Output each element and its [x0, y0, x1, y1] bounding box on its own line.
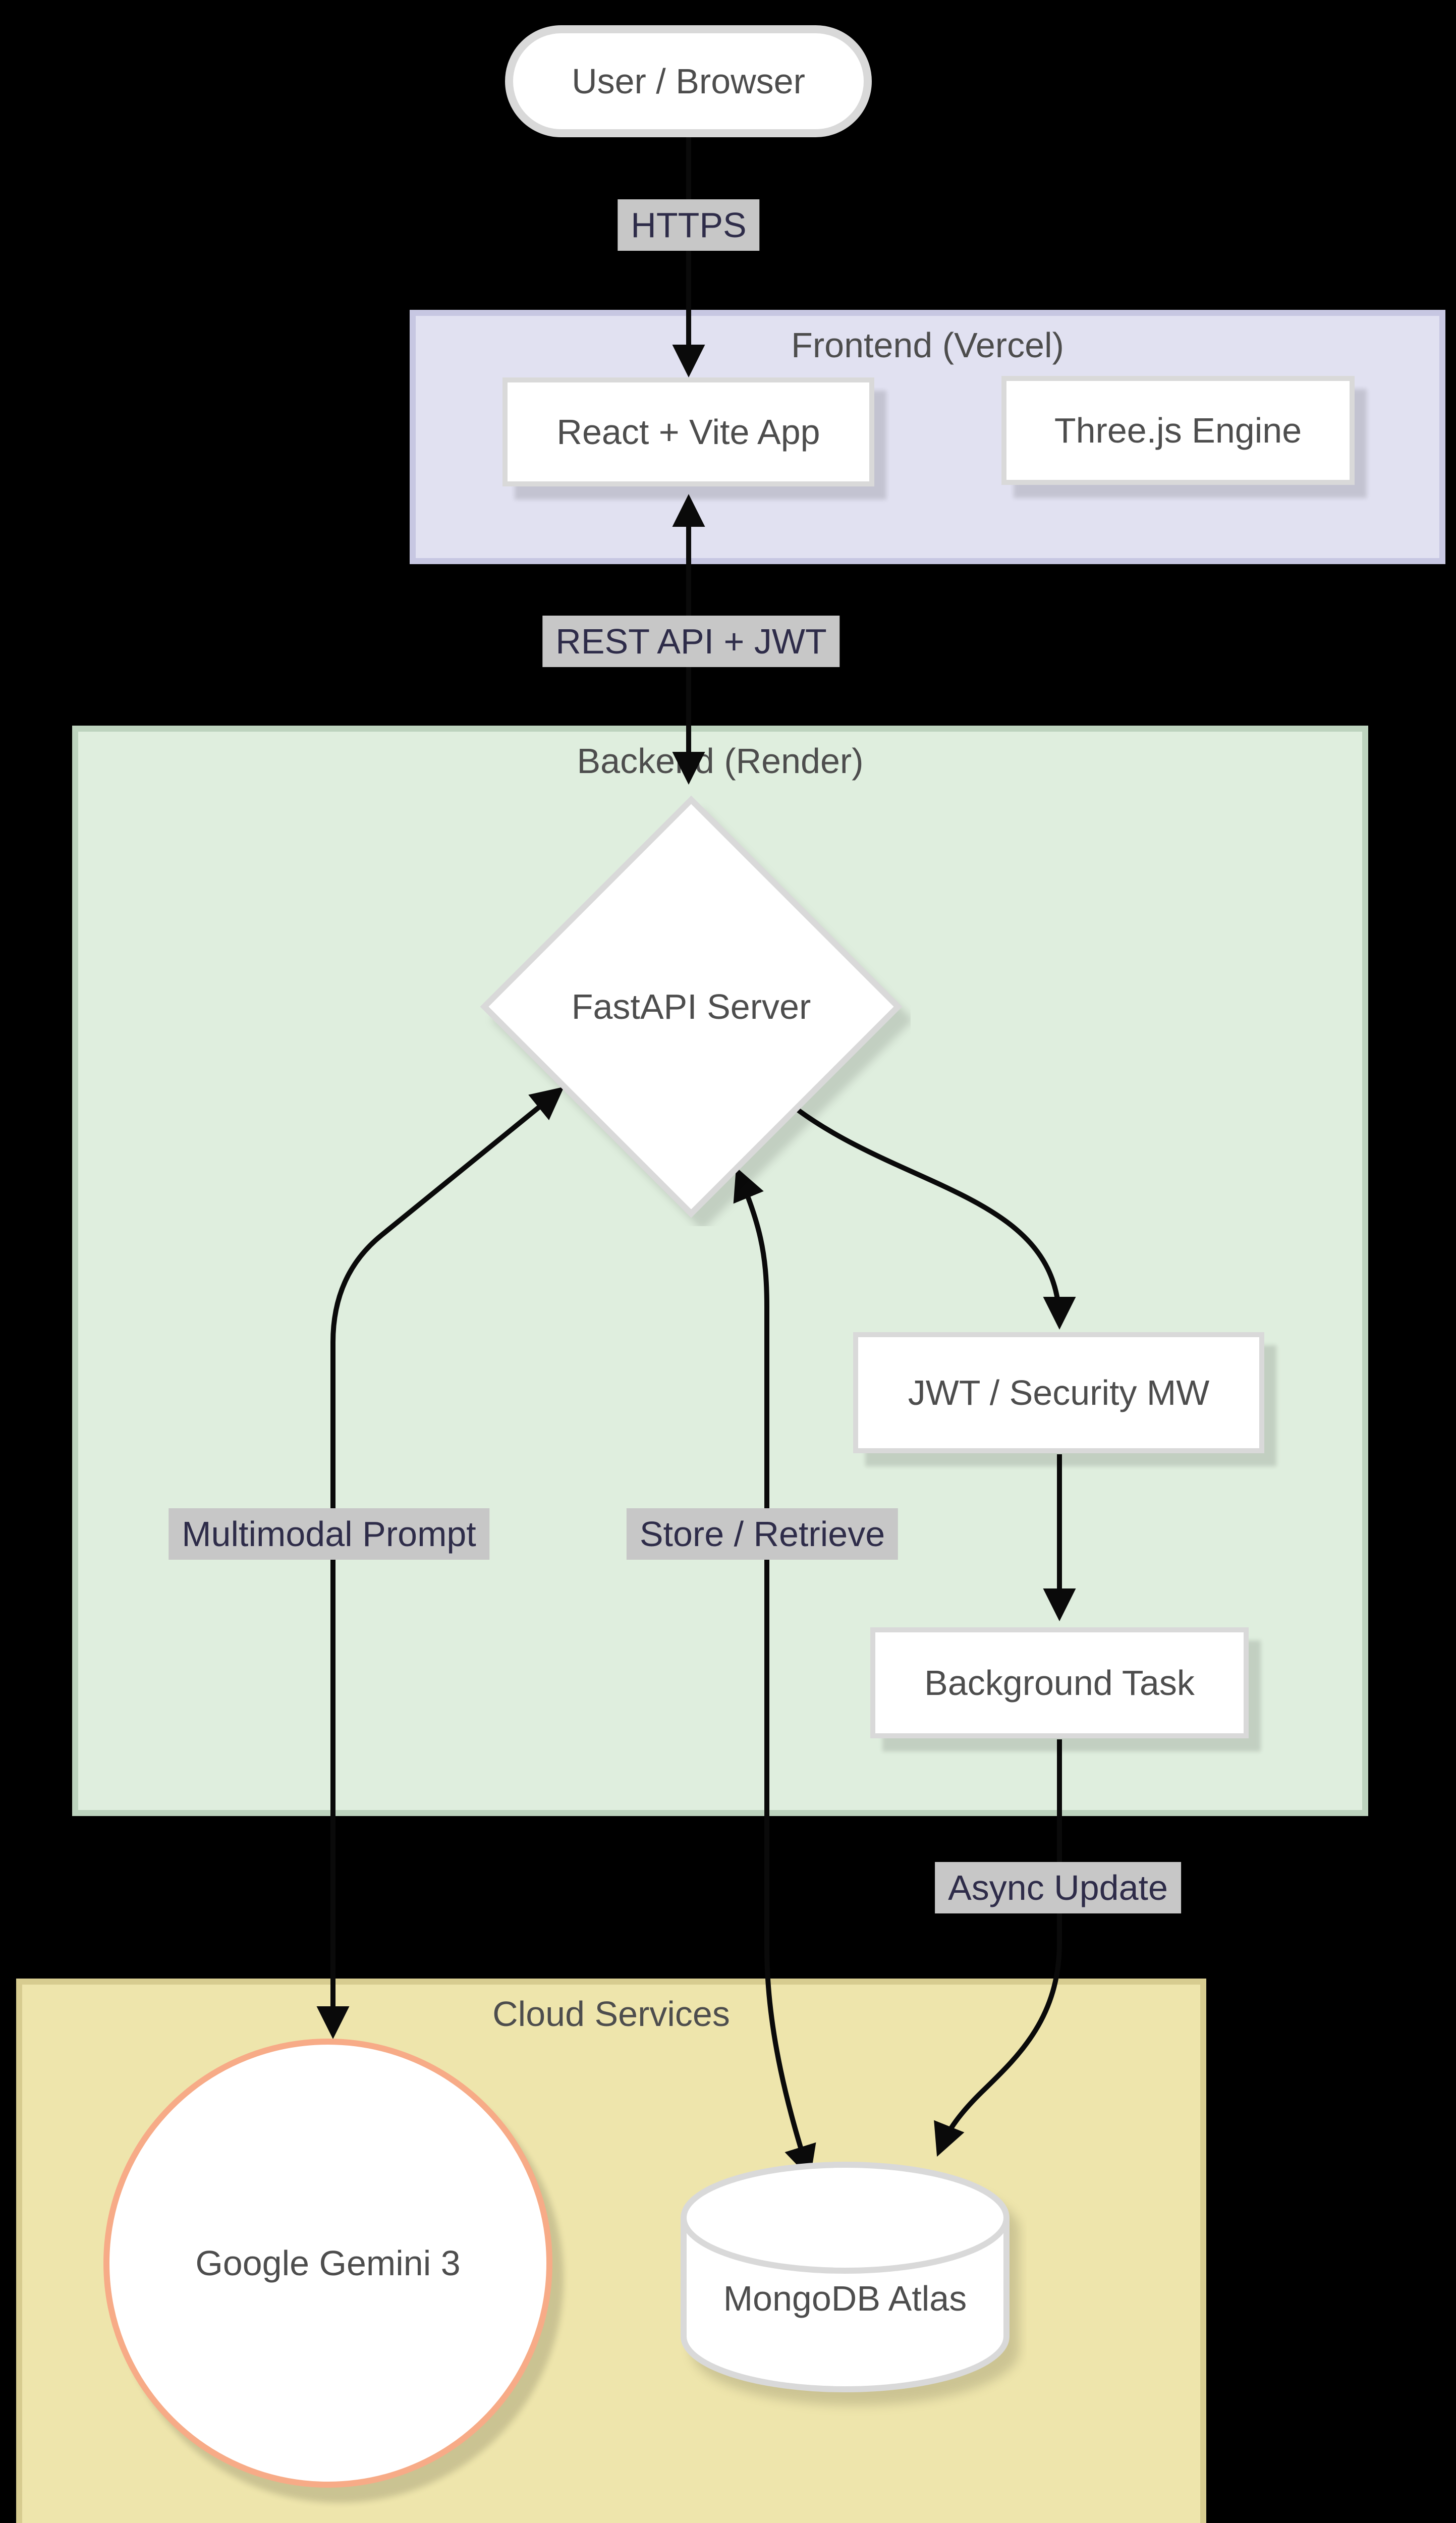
database-cylinder-icon — [681, 2162, 1010, 2392]
node-jwt-security-mw: JWT / Security MW — [853, 1332, 1264, 1453]
node-google-gemini: Google Gemini 3 — [103, 2039, 552, 2488]
edge-label-store-retrieve: Store / Retrieve — [626, 1508, 899, 1560]
node-background-task: Background Task — [870, 1627, 1249, 1738]
edge-async-update-arrow — [934, 1739, 1062, 2157]
node-mongodb-atlas: MongoDB Atlas — [663, 2140, 1027, 2422]
node-fastapi-server-label: FastAPI Server — [571, 987, 811, 1026]
frontend-title: Frontend (Vercel) — [791, 325, 1064, 365]
node-google-gemini-label: Google Gemini 3 — [195, 2243, 461, 2283]
fastapi-diamond-shape — [480, 795, 903, 1218]
node-mongodb-atlas-label: MongoDB Atlas — [723, 2279, 967, 2318]
node-background-task-label: Background Task — [924, 1663, 1195, 1703]
node-react-vite-app: React + Vite App — [502, 377, 874, 486]
node-user-browser: User / Browser — [505, 25, 872, 137]
edge-multimodal-prompt-arrow — [316, 1086, 565, 2039]
edge-store-retrieve-arrow — [733, 1167, 816, 2179]
node-jwt-security-mw-label: JWT / Security MW — [908, 1373, 1210, 1412]
edge-fastapi-to-jwt-arrow — [797, 1108, 1076, 1330]
node-user-browser-label: User / Browser — [572, 62, 805, 101]
backend-title: Backend (Render) — [577, 741, 864, 781]
node-threejs-engine: Three.js Engine — [1001, 376, 1355, 485]
mongodb-cylinder-shape — [681, 2162, 1010, 2392]
edge-label-rest-api-jwt: REST API + JWT — [542, 616, 840, 667]
node-threejs-engine-label: Three.js Engine — [1054, 411, 1302, 450]
node-react-vite-app-label: React + Vite App — [556, 412, 820, 452]
edge-label-multimodal-prompt: Multimodal Prompt — [169, 1508, 489, 1560]
edge-label-https: HTTPS — [618, 199, 760, 251]
node-fastapi-server: FastAPI Server — [472, 787, 911, 1226]
diamond-icon — [480, 795, 903, 1218]
edge-label-async-update: Async Update — [935, 1862, 1181, 1913]
